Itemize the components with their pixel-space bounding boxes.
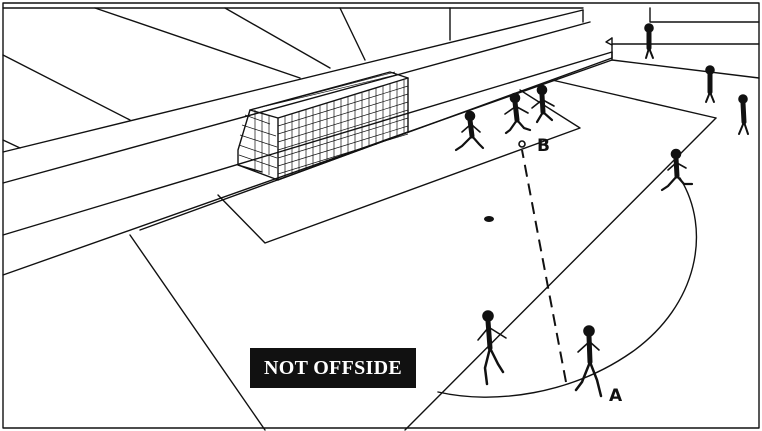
far-player-2 [738, 94, 749, 135]
stand-slope-5 [2, 54, 131, 121]
pass-line [521, 149, 567, 383]
barrier-ends [582, 9, 613, 61]
barrier-middle [2, 21, 591, 184]
goal-base [237, 164, 263, 173]
stand-slope-3 [339, 7, 366, 61]
defender-left-of-b [454, 110, 485, 152]
penalty-area-front [404, 117, 717, 431]
label-b: B [537, 136, 550, 156]
stand-corner [649, 7, 760, 23]
barrier-base [2, 59, 613, 276]
defender-right-of-b [531, 84, 555, 124]
stand-slope-6 [2, 139, 21, 149]
goal-area [217, 89, 581, 244]
player-b [504, 92, 532, 135]
b-marker [518, 140, 526, 148]
label-a: A [609, 386, 623, 406]
caption-box: NOT OFFSIDE [250, 348, 416, 388]
barrier-upper [2, 9, 584, 153]
stand-slope-1 [94, 7, 301, 79]
goal-side-net [237, 109, 279, 181]
player-a [574, 325, 603, 398]
penalty-area-far-side [551, 79, 717, 119]
corner-flag [605, 37, 613, 46]
back-wall-base [611, 59, 760, 79]
stand-slope-2 [224, 7, 331, 69]
goal-net [238, 71, 409, 177]
defender-near-a [477, 310, 507, 386]
penalty-area-side [129, 234, 266, 431]
penalty-arc [437, 177, 698, 398]
goal-crossbar [277, 77, 409, 119]
player-near-arc [660, 148, 694, 192]
far-player-1 [705, 65, 715, 103]
ball [484, 216, 494, 222]
linesman [644, 23, 654, 59]
barrier-lower [2, 51, 613, 236]
